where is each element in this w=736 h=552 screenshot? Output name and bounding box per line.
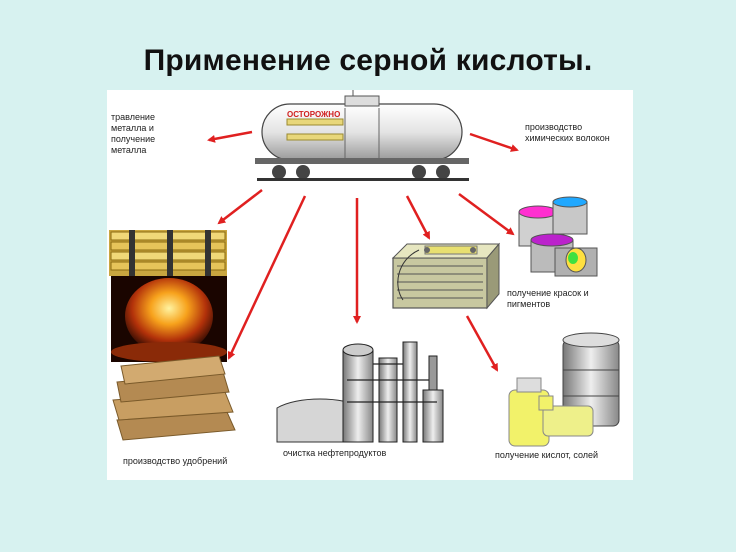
acid-bottles-icon bbox=[508, 332, 620, 447]
tank-wagon-icon bbox=[255, 90, 469, 181]
battery-icon bbox=[391, 242, 501, 310]
label-paints-line-1: получение красок и bbox=[507, 288, 589, 298]
label-fibers-line-1: производство bbox=[525, 122, 583, 132]
arrow-acids bbox=[465, 315, 499, 372]
arrow-pipes bbox=[217, 189, 263, 225]
label-etching-line-4: металла bbox=[111, 145, 147, 155]
explosion-icon bbox=[111, 276, 227, 362]
arrow-battery bbox=[405, 195, 431, 240]
label-paints: получение красок и пигментов bbox=[507, 288, 607, 310]
arrow-paints bbox=[458, 192, 515, 236]
arrow-fertilizers bbox=[227, 195, 307, 360]
label-oil: очистка нефтепродуктов bbox=[283, 448, 387, 458]
label-fibers: производство химических волокон bbox=[525, 122, 631, 144]
label-etching: травление металла и получение металла bbox=[111, 112, 191, 156]
diagram-canvas: ОСТОРОЖНО bbox=[109, 90, 620, 447]
arrows bbox=[207, 130, 519, 372]
label-etching-line-1: травление bbox=[111, 112, 155, 122]
arrow-fibers bbox=[469, 132, 519, 152]
paint-cans-icon bbox=[518, 196, 598, 277]
page-title: Применение серной кислоты. bbox=[143, 44, 593, 77]
arrow-etching bbox=[207, 130, 253, 143]
label-fibers-line-2: химических волокон bbox=[525, 133, 610, 143]
pipes-icon bbox=[109, 230, 227, 276]
label-acids: получение кислот, солей bbox=[495, 450, 599, 460]
label-paints-line-2: пигментов bbox=[507, 299, 551, 309]
refinery-icon bbox=[276, 341, 444, 443]
label-fertilizers: производство удобрений bbox=[123, 456, 228, 466]
tank-warning-label: ОСТОРОЖНО bbox=[287, 110, 340, 119]
label-etching-line-2: металла и bbox=[111, 123, 154, 133]
fertilizer-bags-icon bbox=[112, 355, 236, 441]
diagram-panel: ОСТОРОЖНО bbox=[107, 90, 633, 480]
label-etching-line-3: получение bbox=[111, 134, 156, 144]
